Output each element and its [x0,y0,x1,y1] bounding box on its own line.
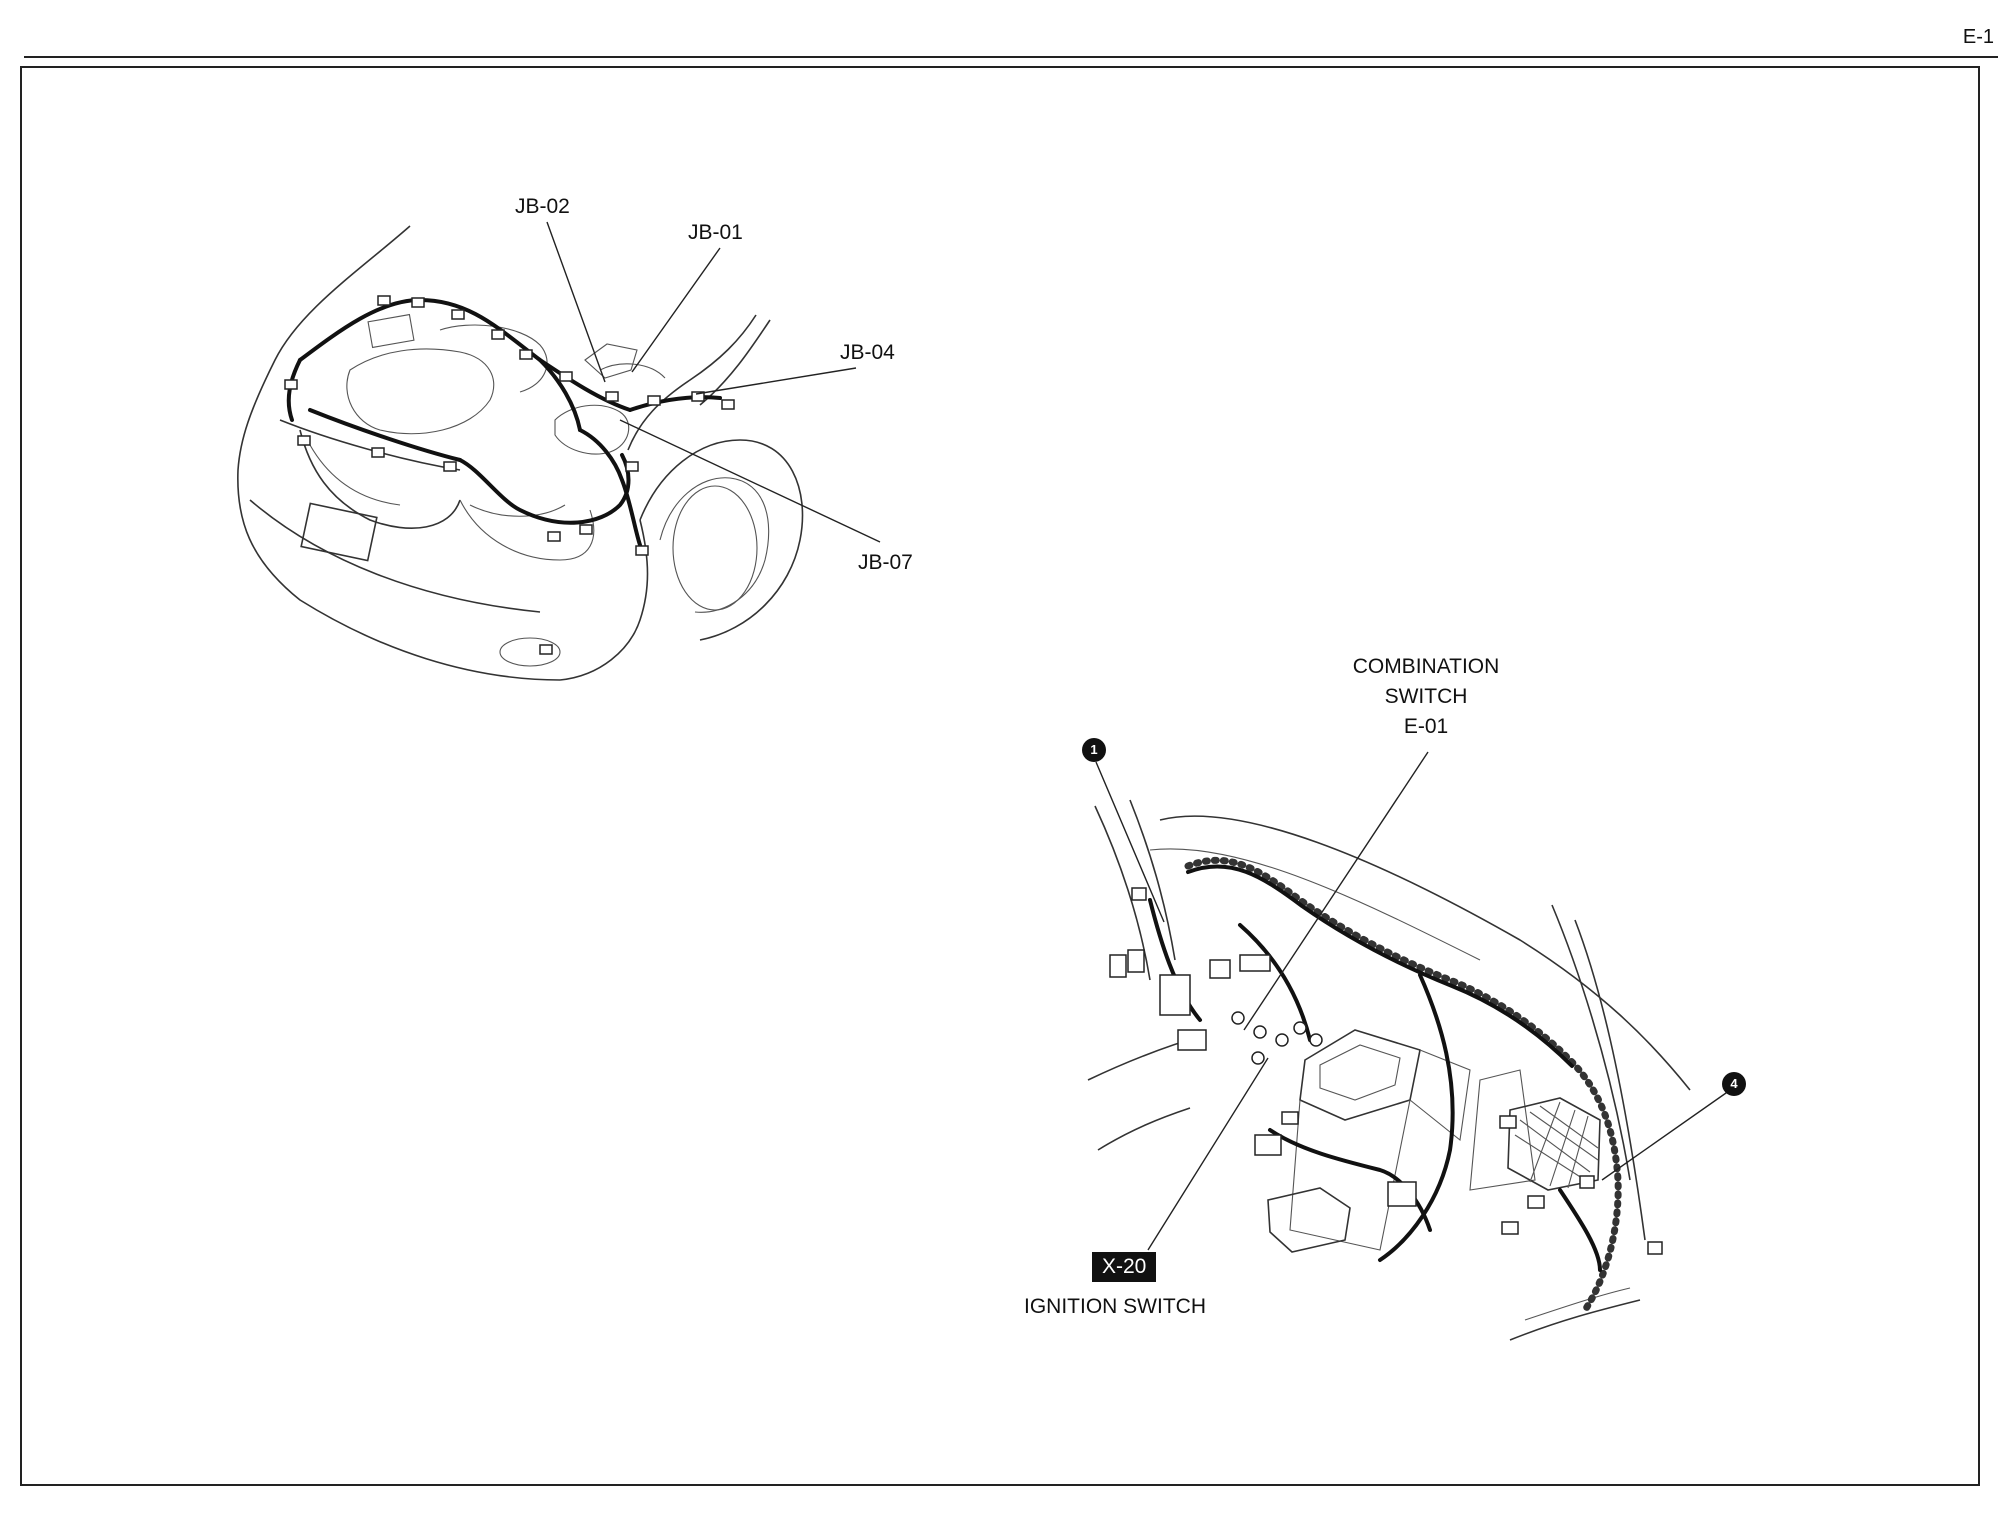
leader-callout-1 [1095,761,1165,923]
label-jb-01: JB-01 [688,221,743,244]
label-combination-switch: COMBINATION SWITCH E-01 [1340,652,1512,742]
engine-compartment-illustration [237,221,881,681]
page-number: E-1 [1962,26,1994,48]
leader-ignition-switch [1147,1057,1269,1251]
leader-jb-04 [695,367,857,395]
combination-switch-line1: COMBINATION [1352,655,1500,678]
combination-switch-code: E-01 [1403,715,1449,738]
diagram-frame [20,66,1980,1486]
leader-jb-01 [631,247,721,373]
leader-callout-4 [1601,1085,1737,1181]
label-jb-04: JB-04 [840,341,895,364]
label-ignition-switch: IGNITION SWITCH [1024,1295,1206,1318]
combination-switch-line2: SWITCH [1384,685,1468,708]
callout-1: 1 [1082,738,1106,762]
interior-connectors [1109,887,1663,1255]
leader-combination-switch [1243,751,1429,1031]
interior-illustration [1087,751,1737,1341]
callout-4: 4 [1722,1072,1746,1096]
label-jb-02: JB-02 [515,195,570,218]
ignition-switch-code-tag: X-20 [1092,1252,1157,1282]
label-jb-07: JB-07 [858,551,913,574]
engine-connectors [284,295,735,655]
leader-jb-02 [546,221,606,383]
header-rule [24,56,1998,58]
leader-jb-07 [619,419,881,543]
